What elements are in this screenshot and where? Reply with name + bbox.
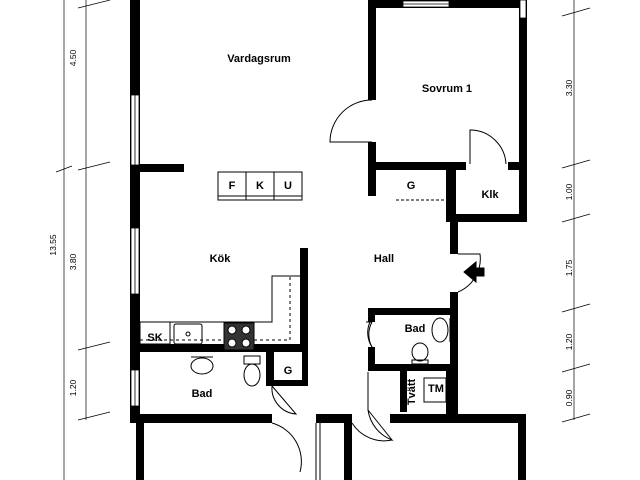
walls bbox=[130, 0, 527, 480]
wardrobe-label-k: K bbox=[256, 180, 264, 192]
fixture-label-sk: SK bbox=[147, 332, 162, 344]
dimension-lines bbox=[55, 0, 591, 480]
room-label-bad-left: Bad bbox=[192, 388, 213, 400]
dim-right-1-00: 1.00 bbox=[564, 183, 574, 200]
room-label-kok: Kök bbox=[210, 253, 232, 265]
room-label-klk: Klk bbox=[481, 189, 499, 201]
wardrobe-label-f: F bbox=[229, 180, 236, 192]
room-label-sovrum1: Sovrum 1 bbox=[422, 83, 472, 95]
room-label-tm: TM bbox=[428, 383, 444, 395]
fixtures bbox=[139, 171, 485, 403]
dim-left-3-80: 3.80 bbox=[68, 253, 78, 270]
dim-right-1-20: 1.20 bbox=[564, 333, 574, 350]
room-label-bad-right: Bad bbox=[405, 323, 426, 335]
dim-right-1-75: 1.75 bbox=[564, 259, 574, 276]
room-label-hall: Hall bbox=[374, 253, 394, 265]
room-label-g-bottom: G bbox=[284, 365, 293, 377]
room-label-g-top: G bbox=[407, 180, 416, 192]
dim-right-0-90: 0.90 bbox=[564, 389, 574, 406]
room-label-tvatt: Tvätt bbox=[406, 379, 418, 406]
wardrobe-label-u: U bbox=[284, 180, 292, 192]
dim-left-13-55: 13.55 bbox=[48, 234, 58, 256]
dim-left-4-50: 4.50 bbox=[68, 49, 78, 66]
dim-left-1-20: 1.20 bbox=[68, 379, 78, 396]
room-label-vardagsrum: Vardagsrum bbox=[227, 53, 291, 65]
dim-right-3-30: 3.30 bbox=[564, 79, 574, 96]
windows bbox=[130, 0, 527, 407]
